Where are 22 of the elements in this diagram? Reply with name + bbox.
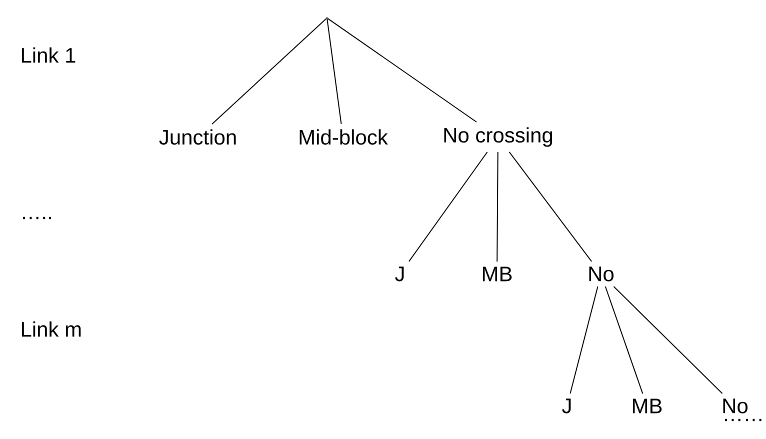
level-label: Link m xyxy=(22,321,81,337)
branch-line xyxy=(570,286,598,394)
branch-label: Mid-block xyxy=(300,129,388,145)
branch-label: MB xyxy=(482,266,512,282)
branch-label: No crossing xyxy=(444,127,552,147)
level-label: …… xyxy=(725,418,762,422)
branch-label: Junction xyxy=(159,129,236,145)
branch-line xyxy=(613,286,723,394)
branch-line xyxy=(327,18,477,122)
branch-label: No xyxy=(723,398,748,414)
branch-line xyxy=(326,18,342,125)
branch-label: No xyxy=(589,266,614,282)
level-label: Link 1 xyxy=(22,47,76,63)
branch-label: J xyxy=(562,398,571,414)
level-label: ….. xyxy=(23,216,51,220)
branch-line xyxy=(408,151,488,262)
branch-label: MB xyxy=(632,398,662,414)
branch-line xyxy=(508,151,592,262)
branch-line xyxy=(211,18,327,125)
branch-label: J xyxy=(395,266,404,282)
branch-line xyxy=(604,286,644,394)
branch-line xyxy=(496,151,498,262)
